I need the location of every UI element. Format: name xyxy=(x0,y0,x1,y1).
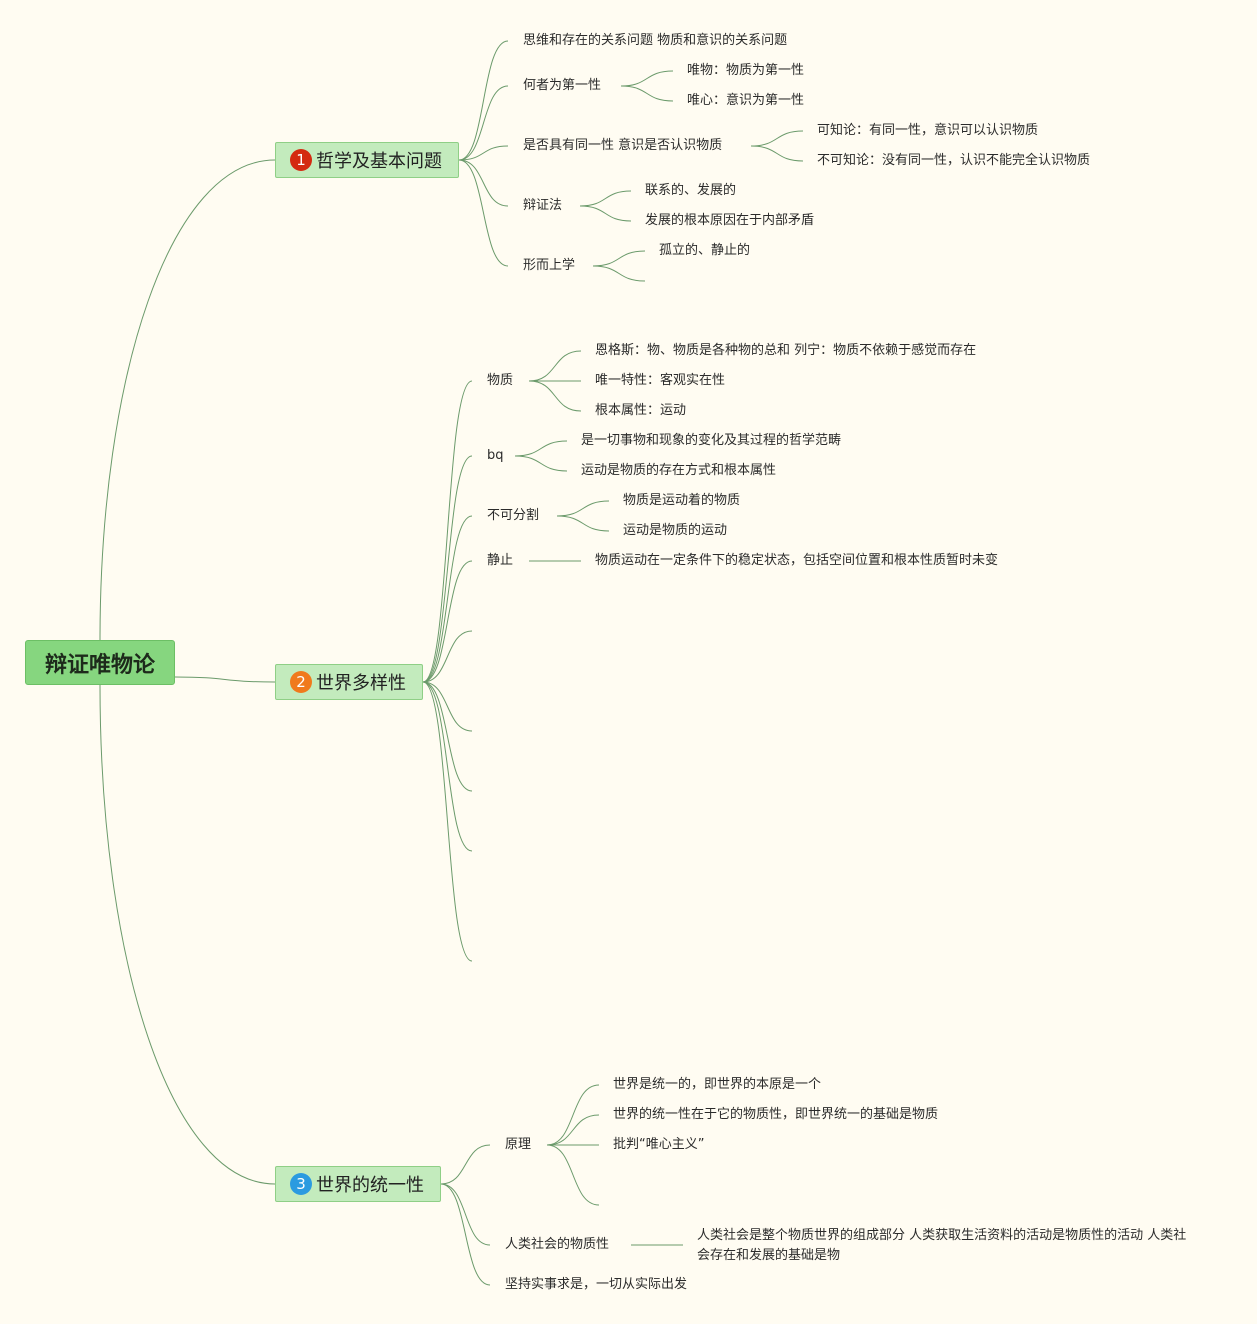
number-3-icon: 3 xyxy=(290,1173,312,1195)
connector-line-30 xyxy=(556,500,610,517)
leaf-2-3-1[interactable]: 物质是运动着的物质 xyxy=(623,493,741,508)
connector-line-19 xyxy=(422,560,473,683)
subtopic-1-2[interactable]: 何者为第一性 xyxy=(523,78,602,93)
subtopic-3-2[interactable]: 人类社会的物质性 xyxy=(505,1237,610,1252)
branch-topic-2[interactable]: 2 世界多样性 xyxy=(275,664,423,700)
subtopic-1-3[interactable]: 是否具有同一性 意识是否认识物质 xyxy=(523,138,723,153)
subtopic-1-1[interactable]: 思维和存在的关系问题 物质和意识的关系问题 xyxy=(523,33,788,48)
leaf-2-4-1[interactable]: 物质运动在一定条件下的稳定状态，包括空间位置和根本性质暂时未变 xyxy=(595,553,999,568)
leaf-2-3-2[interactable]: 运动是物质的运动 xyxy=(623,523,728,538)
connector-line-9 xyxy=(620,85,674,102)
connector-line-5 xyxy=(458,145,509,161)
leaf-3-1-1[interactable]: 世界是统一的，即世界的本原是一个 xyxy=(613,1077,822,1092)
leaf-1-2-1[interactable]: 唯物：物质为第一性 xyxy=(687,63,805,78)
branch-label: 世界多样性 xyxy=(316,673,406,694)
connector-line-21 xyxy=(422,681,473,732)
connector-line-8 xyxy=(620,70,674,87)
leaf-2-2-2[interactable]: 运动是物质的存在方式和根本属性 xyxy=(581,463,777,478)
leaf-2-1-3[interactable]: 根本属性：运动 xyxy=(595,403,687,418)
subtopic-3-3[interactable]: 坚持实事求是，一切从实际出发 xyxy=(505,1277,688,1292)
subtopic-3-1[interactable]: 原理 xyxy=(505,1137,532,1152)
branch-label: 哲学及基本问题 xyxy=(316,151,442,172)
connector-line-15 xyxy=(592,265,646,282)
connector-line-24 xyxy=(422,681,473,962)
connector-line-33 xyxy=(440,1144,491,1185)
connector-line-22 xyxy=(422,681,473,792)
connector-line-1 xyxy=(174,676,276,683)
leaf-1-4-1[interactable]: 联系的、发展的 xyxy=(645,183,737,198)
connector-line-17 xyxy=(422,455,473,683)
leaf-1-3-1[interactable]: 可知论：有同一性，意识可以认识物质 xyxy=(817,123,1039,138)
subtopic-2-4[interactable]: 静止 xyxy=(487,553,514,568)
subtopic-2-3[interactable]: 不可分割 xyxy=(487,508,540,523)
connector-line-25 xyxy=(528,350,582,382)
connector-line-14 xyxy=(592,250,646,267)
leaf-3-1-2[interactable]: 世界的统一性在于它的物质性，即世界统一的基础是物质 xyxy=(613,1107,939,1122)
connector-line-12 xyxy=(579,190,632,207)
connector-line-31 xyxy=(556,515,610,532)
connector-line-11 xyxy=(750,145,804,162)
connector-line-6 xyxy=(458,159,509,207)
connector-line-28 xyxy=(514,440,568,457)
connector-line-23 xyxy=(422,681,473,852)
subtopic-2-2[interactable]: bq xyxy=(487,448,504,463)
subtopic-1-4[interactable]: 辩证法 xyxy=(523,198,563,213)
branch-topic-3[interactable]: 3 世界的统一性 xyxy=(275,1166,441,1202)
connector-line-4 xyxy=(458,85,509,161)
leaf-1-2-2[interactable]: 唯心：意识为第一性 xyxy=(687,93,805,108)
subtopic-2-1[interactable]: 物质 xyxy=(487,373,514,388)
leaf-1-4-2[interactable]: 发展的根本原因在于内部矛盾 xyxy=(645,213,815,228)
leaf-3-2-1[interactable]: 人类社会是整个物质世界的组成部分 人类获取生活资料的活动是物质性的活动 人类社会… xyxy=(697,1228,1187,1263)
leaf-1-5-1[interactable]: 孤立的、静止的 xyxy=(659,243,751,258)
connector-line-3 xyxy=(458,40,509,161)
connector-line-34 xyxy=(440,1183,491,1246)
branch-topic-1[interactable]: 1 哲学及基本问题 xyxy=(275,142,459,178)
connector-line-10 xyxy=(750,130,804,147)
leaf-2-1-2[interactable]: 唯一特性：客观实在性 xyxy=(595,373,726,388)
root-topic[interactable]: 辩证唯物论 xyxy=(25,640,175,685)
connector-line-35 xyxy=(440,1183,491,1286)
connector-line-13 xyxy=(579,205,632,222)
leaf-2-2-1[interactable]: 是一切事物和现象的变化及其过程的哲学范畴 xyxy=(581,433,842,448)
connector-line-2 xyxy=(99,684,276,1185)
connector-line-20 xyxy=(422,630,473,683)
connector-line-18 xyxy=(422,515,473,683)
connector-line-0 xyxy=(99,159,276,641)
connector-line-37 xyxy=(546,1114,600,1146)
leaf-1-3-2[interactable]: 不可知论：没有同一性，认识不能完全认识物质 xyxy=(817,153,1091,168)
number-2-icon: 2 xyxy=(290,671,312,693)
subtopic-1-5[interactable]: 形而上学 xyxy=(523,258,576,273)
connector-line-27 xyxy=(528,380,582,412)
connector-line-39 xyxy=(546,1144,600,1206)
leaf-3-1-3[interactable]: 批判“唯心主义” xyxy=(613,1137,705,1152)
number-1-icon: 1 xyxy=(290,149,312,171)
connector-line-16 xyxy=(422,380,473,683)
leaf-2-1-1[interactable]: 恩格斯：物、物质是各种物的总和 列宁：物质不依赖于感觉而存在 xyxy=(595,343,977,358)
branch-label: 世界的统一性 xyxy=(316,1175,424,1196)
connector-line-29 xyxy=(514,455,568,472)
connector-line-7 xyxy=(458,159,509,267)
connector-line-36 xyxy=(546,1084,600,1146)
